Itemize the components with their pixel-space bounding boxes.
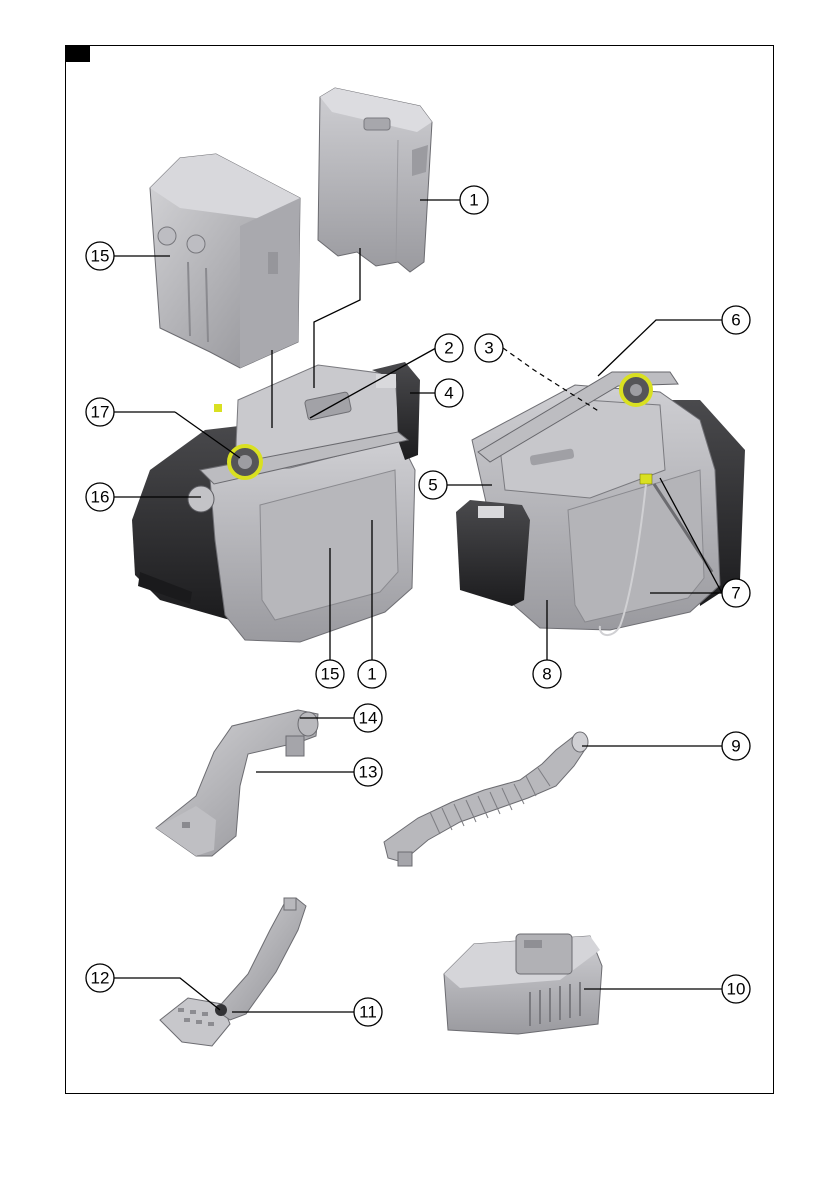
main-unit-rear-illustration [456, 372, 745, 635]
svg-text:8: 8 [542, 665, 551, 684]
svg-text:17: 17 [91, 403, 110, 422]
svg-text:5: 5 [428, 476, 437, 495]
callout-13: 13 [354, 758, 382, 786]
svg-text:11: 11 [359, 1003, 377, 1022]
callout-7: 7 [722, 579, 750, 607]
svg-text:6: 6 [731, 311, 740, 330]
svg-text:16: 16 [91, 488, 110, 507]
svg-text:9: 9 [731, 737, 740, 756]
callout-3: 3 [475, 334, 503, 362]
battery-charger-illustration [444, 934, 602, 1034]
callout-1-bottom: 1 [358, 660, 386, 688]
svg-text:14: 14 [359, 709, 378, 728]
main-unit-front-illustration [132, 362, 420, 642]
callout-1-top: 1 [460, 186, 488, 214]
svg-text:1: 1 [469, 191, 478, 210]
callout-9: 9 [722, 732, 750, 760]
hand-nozzle-illustration [160, 898, 306, 1046]
svg-text:15: 15 [321, 665, 340, 684]
svg-text:15: 15 [91, 247, 110, 266]
dirty-water-tank-illustration [150, 154, 300, 368]
svg-text:2: 2 [444, 339, 453, 358]
svg-text:7: 7 [731, 584, 740, 603]
svg-text:12: 12 [91, 969, 110, 988]
callout-15-top: 15 [86, 242, 114, 270]
upholstery-nozzle-illustration [156, 710, 318, 856]
svg-text:1: 1 [367, 665, 376, 684]
clean-water-tank-illustration [318, 88, 432, 272]
callout-2: 2 [435, 334, 463, 362]
callout-5: 5 [419, 471, 447, 499]
callout-17: 17 [86, 398, 114, 426]
svg-text:10: 10 [727, 980, 746, 999]
callout-16: 16 [86, 483, 114, 511]
callout-15-bottom: 15 [316, 660, 344, 688]
callout-6: 6 [722, 306, 750, 334]
callout-4: 4 [435, 379, 463, 407]
svg-text:4: 4 [444, 384, 453, 403]
callout-8: 8 [533, 660, 561, 688]
svg-text:3: 3 [484, 339, 493, 358]
callout-11: 11 [354, 998, 382, 1026]
callout-12: 12 [86, 964, 114, 992]
callout-10: 10 [722, 975, 750, 1003]
svg-text:13: 13 [359, 763, 378, 782]
suction-hose-illustration [384, 732, 588, 866]
callout-14: 14 [354, 704, 382, 732]
